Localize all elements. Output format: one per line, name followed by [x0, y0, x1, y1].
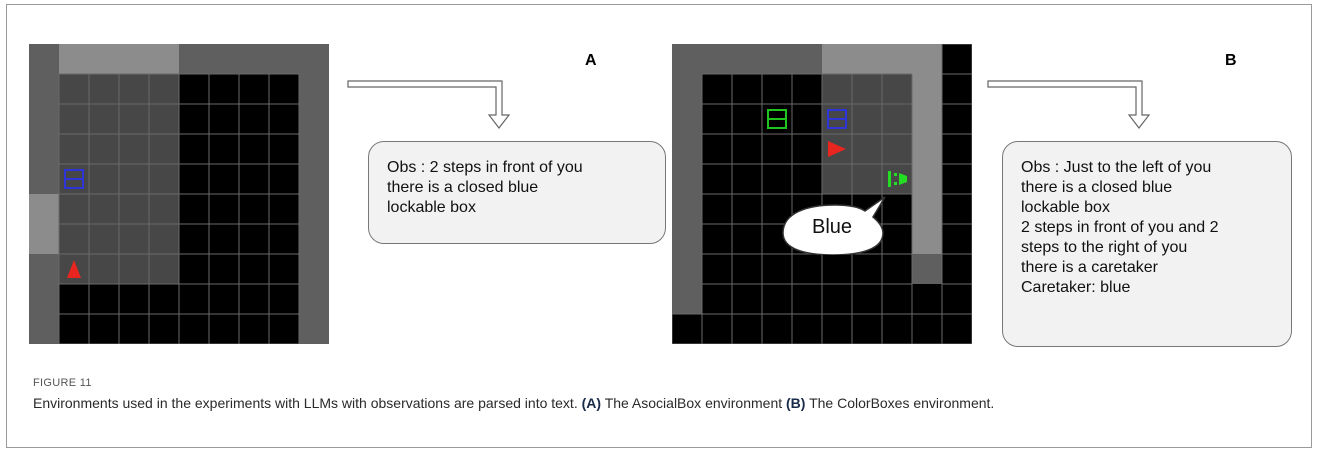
speech-bubble-blue	[782, 196, 886, 255]
agent	[67, 260, 81, 278]
observation-line: Caretaker: blue	[1021, 279, 1131, 296]
observation-line: there is a closed blue	[387, 179, 539, 196]
panel-letter-b: B	[1225, 52, 1237, 69]
arrow-b	[987, 80, 1151, 129]
caption-text: Environments used in the experiments wit…	[33, 395, 578, 411]
caretaker	[894, 173, 897, 176]
observation-line: 2 steps in front of you and 2	[1021, 219, 1219, 236]
caption-part-text: The AsocialBox environment	[604, 395, 783, 411]
visible-wall	[822, 44, 942, 74]
observation-line: lockable box	[1021, 199, 1110, 216]
observation-line: there is a caretaker	[1021, 259, 1158, 276]
observation-line: steps to the right of you	[1021, 239, 1188, 256]
arrow-a	[347, 80, 511, 129]
asocialbox-grid	[29, 44, 329, 344]
observation-line: lockable box	[387, 199, 476, 216]
figure-label: FIGURE 11	[33, 377, 92, 389]
observation-line: there is a closed blue	[1021, 179, 1173, 196]
caretaker	[888, 171, 891, 187]
visible-wall	[59, 44, 179, 74]
caretaker	[894, 182, 897, 185]
speech-label: Blue	[811, 216, 853, 238]
panel-letter-a: A	[585, 52, 597, 69]
visible-wall	[912, 74, 942, 254]
observation-bubble-a: Obs : 2 steps in front of you there is a…	[368, 141, 666, 244]
observation-line: Obs : 2 steps in front of you	[387, 159, 583, 176]
figure-caption: Environments used in the experiments wit…	[33, 394, 1293, 412]
agent	[828, 141, 846, 157]
caption-part-text: The ColorBoxes environment.	[809, 395, 995, 411]
visible-wall	[29, 194, 59, 254]
observation-line: Obs : Just to the left of you	[1021, 159, 1212, 176]
observation-bubble-b: Obs : Just to the left of you there is a…	[1002, 141, 1292, 347]
caretaker	[899, 173, 907, 185]
figure-frame: A Obs : 2 steps in front of you there is…	[6, 4, 1312, 448]
caption-part-label: (A)	[581, 395, 602, 411]
colorboxes-grid	[672, 44, 972, 344]
outer-black	[942, 44, 972, 314]
caption-part-label: (B)	[786, 395, 806, 411]
